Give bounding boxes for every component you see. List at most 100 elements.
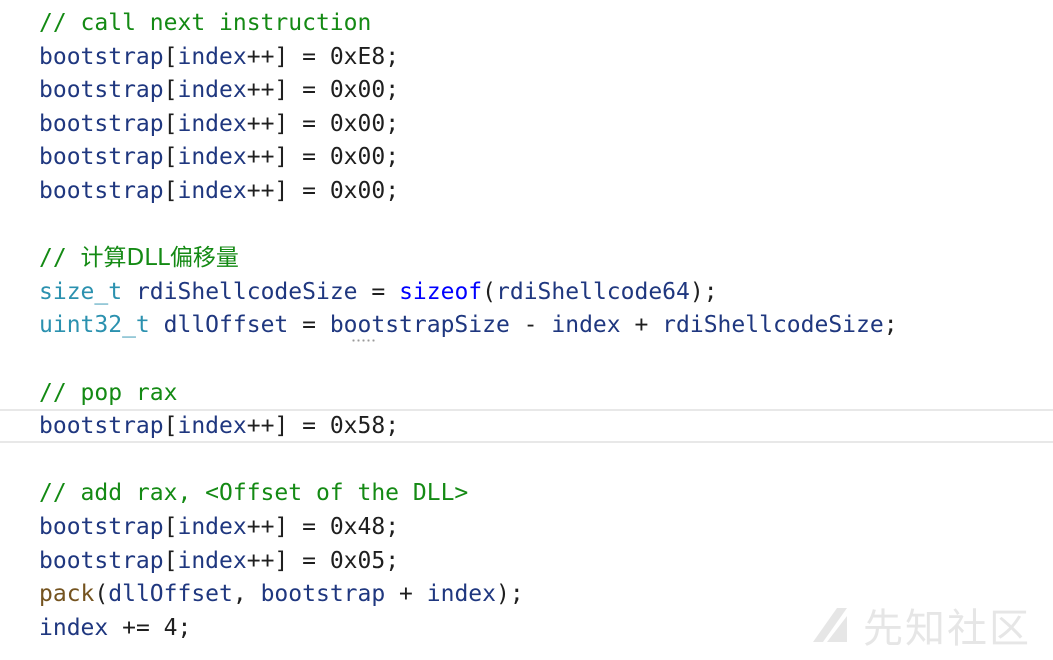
code-token: 0xE8 <box>329 43 386 70</box>
code-token: ; <box>883 312 898 339</box>
watermark: 先知社区 <box>807 596 1031 654</box>
code-token: dllOffset <box>108 581 233 608</box>
code-line[interactable]: bootstrap[index++] = 0xE8; <box>0 40 1053 74</box>
watermark-text: 先知社区 <box>863 606 1031 652</box>
code-line[interactable]: bootstrap[index++] = 0x05; <box>0 544 1053 578</box>
code-line-text: bootstrap[index++] = 0x05; <box>39 544 399 578</box>
code-line-text: pack(dllOffset, bootstrap + index); <box>39 577 524 611</box>
code-line-text: size_t rdiShellcodeSize = sizeof(rdiShel… <box>39 275 718 309</box>
code-line-text: // pop rax <box>39 376 177 410</box>
code-token: , <box>232 581 261 608</box>
code-token: 0x58 <box>329 413 386 440</box>
code-token: index <box>177 413 247 440</box>
code-token: + <box>385 581 427 608</box>
code-token: bootstrapSize <box>329 312 510 339</box>
code-token: [ <box>163 547 178 574</box>
code-line[interactable]: pack(dllOffset, bootstrap + index); <box>0 577 1053 611</box>
code-token: sizeof <box>399 278 483 305</box>
code-token: [ <box>163 43 178 70</box>
code-token: ( <box>94 581 109 608</box>
code-token: ++] = <box>246 110 330 137</box>
code-token: size_t <box>39 278 123 305</box>
code-token: bootstrap <box>39 144 164 171</box>
code-token: index <box>177 547 247 574</box>
code-line-text: bootstrap[index++] = 0x58; <box>39 411 399 441</box>
blank-line[interactable] <box>0 208 1053 242</box>
code-line[interactable]: bootstrap[index++] = 0x48; <box>0 510 1053 544</box>
xianzhi-logo-icon <box>813 608 847 642</box>
code-token: ++] = <box>246 43 330 70</box>
code-token: = <box>357 278 400 305</box>
code-token: bootstrap <box>39 110 164 137</box>
code-token: += <box>108 614 164 641</box>
code-token: ++] = <box>246 77 330 104</box>
code-line-text: bootstrap[index++] = 0x00; <box>39 107 399 141</box>
code-token: ); <box>689 278 718 305</box>
code-token: ; <box>385 178 400 204</box>
code-token: bootstrap <box>39 77 164 104</box>
code-line[interactable]: // pop rax <box>0 376 1053 410</box>
code-token: dllOffset <box>163 312 289 339</box>
code-token: = <box>288 312 330 339</box>
code-token: index <box>177 514 247 540</box>
code-token: ); <box>496 581 524 608</box>
code-line[interactable]: // 计算DLL偏移量 <box>0 241 1053 275</box>
code-token: ; <box>385 144 400 171</box>
code-token: bootstrap <box>260 581 386 608</box>
code-token: ++] = <box>246 413 330 440</box>
current-code-line[interactable]: bootstrap[index++] = 0x58; <box>0 409 1053 444</box>
code-line-text: // call next instruction <box>39 6 371 40</box>
code-token: ++] = <box>246 514 330 540</box>
code-line[interactable]: bootstrap[index++] = 0x00; <box>0 140 1053 174</box>
code-line[interactable]: index += 4; <box>0 611 1053 645</box>
code-token: rdiShellcode64 <box>496 278 690 305</box>
code-token: 0x00 <box>329 77 386 104</box>
code-line-text: index += 4; <box>39 611 191 645</box>
blank-line[interactable] <box>0 443 1053 477</box>
code-token: 0x05 <box>329 547 386 574</box>
code-token: 4 <box>163 614 178 641</box>
code-line-text: uint32_t dllOffset = bootstrapSize - ind… <box>39 308 898 342</box>
code-token: ; <box>385 514 400 540</box>
code-token: 0x48 <box>329 514 386 540</box>
code-token: index <box>177 144 247 171</box>
code-token: [ <box>163 144 178 171</box>
code-token: // call next instruction <box>39 10 372 36</box>
code-token: index <box>177 43 247 70</box>
code-token: 计算DLL偏移量 <box>80 245 239 272</box>
code-token: // add rax, <Offset of the DLL> <box>39 480 469 507</box>
code-token: ; <box>385 77 400 104</box>
code-token: ( <box>482 278 497 305</box>
code-token: // <box>39 245 81 272</box>
intellisense-hint-squiggle <box>351 339 375 343</box>
code-line-text: // 计算DLL偏移量 <box>39 241 239 275</box>
code-line[interactable]: bootstrap[index++] = 0x00; <box>0 174 1053 208</box>
code-token: bootstrap <box>39 178 164 204</box>
code-line-text: bootstrap[index++] = 0x00; <box>39 174 399 208</box>
code-line-text: // add rax, <Offset of the DLL> <box>39 476 468 510</box>
code-token: - <box>509 312 552 339</box>
code-token: ; <box>385 43 400 70</box>
code-token <box>150 312 164 338</box>
code-token: 0x00 <box>329 178 386 204</box>
code-line[interactable]: // call next instruction <box>0 6 1053 40</box>
code-line-text: bootstrap[index++] = 0xE8; <box>39 40 399 74</box>
code-token: [ <box>163 178 178 204</box>
code-token: [ <box>163 77 178 104</box>
code-line[interactable]: // add rax, <Offset of the DLL> <box>0 476 1053 510</box>
code-token: [ <box>163 514 178 540</box>
code-line[interactable]: uint32_t dllOffset = bootstrapSize - ind… <box>0 308 1053 342</box>
code-line[interactable]: bootstrap[index++] = 0x00; <box>0 107 1053 141</box>
code-token: index <box>426 581 496 608</box>
code-token: rdiShellcodeSize <box>135 278 358 305</box>
code-token: [ <box>163 413 178 440</box>
code-token: ++] = <box>246 144 330 171</box>
code-line[interactable]: bootstrap[index++] = 0x00; <box>0 73 1053 107</box>
code-line[interactable]: size_t rdiShellcodeSize = sizeof(rdiShel… <box>0 275 1053 309</box>
code-token: ; <box>385 110 400 137</box>
code-token: ++] = <box>246 547 330 574</box>
code-line-text: bootstrap[index++] = 0x00; <box>39 140 399 174</box>
code-token: pack <box>39 581 95 608</box>
blank-line[interactable] <box>0 342 1053 376</box>
